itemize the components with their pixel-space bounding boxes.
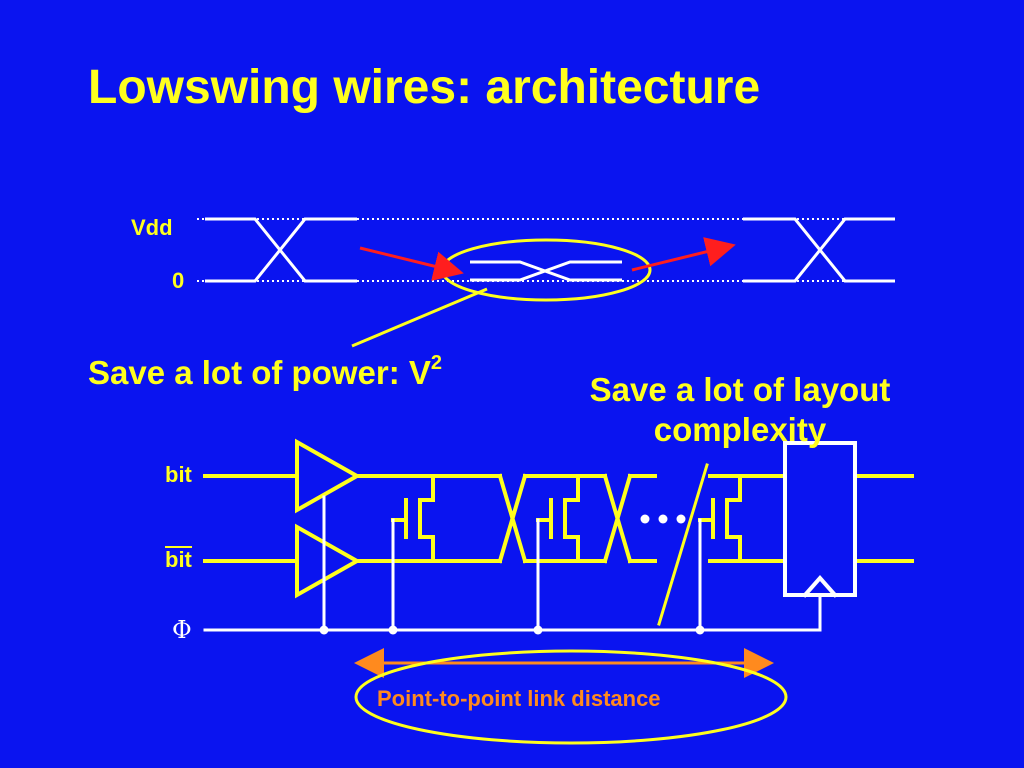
layout-annotation: Save a lot of layout complexity [545, 370, 935, 450]
bit-bar-label: bit [165, 546, 192, 573]
layout-annotation-line-1: Save a lot of layout [589, 371, 891, 408]
power-pointer-line [351, 287, 488, 348]
clock-network [203, 495, 822, 632]
phi-clock-label: Φ [172, 616, 192, 644]
power-annotation-superscript: 2 [430, 352, 443, 374]
bit-bar-label-text: bit [165, 546, 192, 572]
slide-title: Lowswing wires: architecture [88, 61, 761, 114]
wire-twist-1 [497, 473, 528, 564]
red-arrow-right [631, 237, 736, 272]
equalizer-transistor-1 [391, 474, 435, 563]
layout-pointer-line [657, 463, 709, 626]
latch-clock-marker [802, 574, 838, 598]
power-annotation-text: Save a lot of power: V [88, 354, 431, 391]
receiver-latch [783, 441, 857, 597]
red-arrow-left [359, 246, 464, 281]
vdd-label: Vdd [131, 215, 173, 240]
bit-bar-driver-buffer [295, 523, 362, 599]
full-swing-transition-left [205, 217, 357, 283]
low-swing-transition [470, 260, 622, 282]
power-annotation: Save a lot of power: V2 [88, 352, 443, 392]
distance-label: Point-to-point link distance [377, 686, 661, 711]
equalizer-transistor-3 [698, 474, 742, 563]
swing-waveform [197, 217, 895, 348]
bit-label: bit [165, 462, 192, 487]
zero-label: 0 [172, 268, 185, 293]
link-schematic [203, 438, 914, 745]
clock-junction-dots [319, 625, 705, 635]
layout-annotation-line-2: complexity [653, 411, 827, 448]
distance-ellipse [354, 649, 788, 745]
bit-driver-buffer [295, 438, 362, 514]
wire-twist-2 [602, 473, 633, 564]
full-swing-transition-right [743, 217, 895, 283]
repeat-ellipsis [640, 514, 686, 524]
equalizer-transistor-2 [536, 474, 580, 563]
